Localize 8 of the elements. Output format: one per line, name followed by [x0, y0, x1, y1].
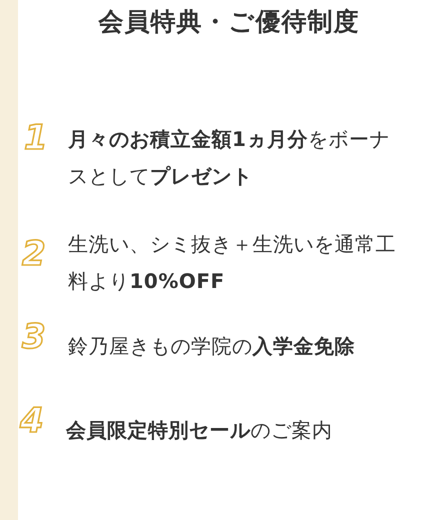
benefit-text: 会員限定特別セールのご案内 — [66, 417, 334, 444]
item-number: 3 — [22, 317, 46, 357]
benefit-text: 鈴乃屋きもの学院の入学金免除 — [68, 333, 356, 360]
item-number: 4 — [20, 401, 44, 441]
item-number: 2 — [22, 234, 46, 274]
item-number: 1 — [24, 118, 48, 158]
title: 会員特典・ご優待制度 — [97, 6, 360, 38]
benefit-text: 月々のお積立金額1ヵ月分をボーナスとしてプレゼント — [68, 126, 391, 190]
